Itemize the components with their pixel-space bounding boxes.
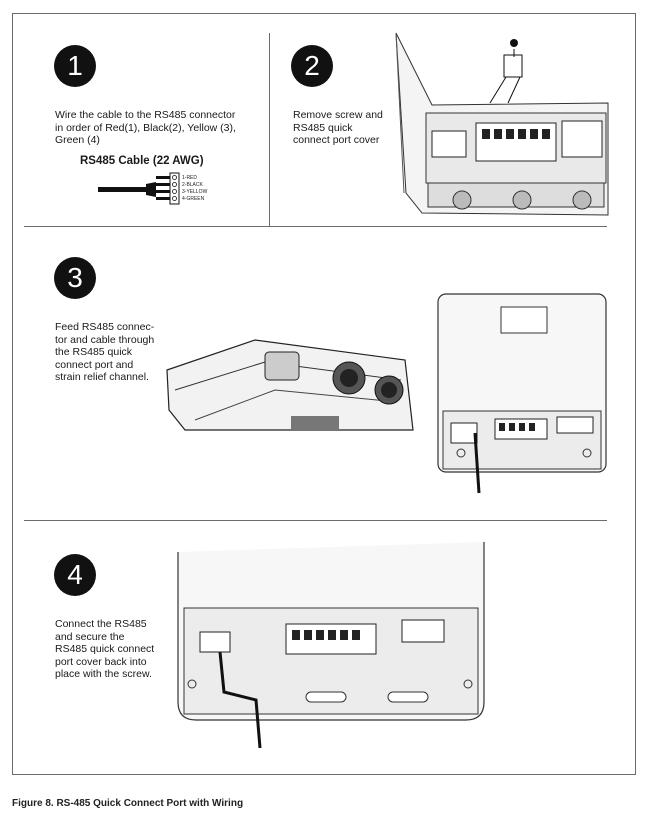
step-3-line: connect port and bbox=[55, 358, 134, 371]
step-4-device-illustration bbox=[177, 542, 485, 749]
step-2-device-illustration bbox=[395, 32, 609, 216]
step-3-line: strain relief channel. bbox=[55, 371, 149, 383]
wire-label-3: 3-YELLOW bbox=[182, 189, 208, 195]
step-1-instructions: Wire the cable to the RS485 connector in… bbox=[55, 109, 265, 147]
step-3-line: Feed RS485 connec- bbox=[55, 321, 155, 333]
step-4-badge: 4 bbox=[54, 554, 96, 596]
step-4-line: and secure the bbox=[55, 630, 125, 643]
step-1-line: Green (4) bbox=[55, 134, 100, 146]
step-4-line: port cover back into bbox=[55, 655, 147, 668]
step-4-line: place with the screw. bbox=[55, 668, 152, 680]
step-3-port-illustration bbox=[166, 339, 414, 431]
step-4-instructions: Connect the RS485 and secure the RS485 q… bbox=[55, 618, 175, 681]
figure-caption: Figure 8. RS-485 Quick Connect Port with… bbox=[12, 798, 244, 809]
step-3-instructions: Feed RS485 connec- tor and cable through… bbox=[55, 321, 175, 384]
step-1-line: in order of Red(1), Black(2), Yellow (3)… bbox=[55, 121, 236, 134]
step-2-line: Remove screw and bbox=[293, 109, 383, 121]
divider-row-1 bbox=[24, 226, 607, 227]
step-4-line: Connect the RS485 bbox=[55, 618, 147, 630]
step-3-device-illustration bbox=[437, 293, 607, 494]
divider-row-2 bbox=[24, 520, 607, 521]
step-2-badge: 2 bbox=[291, 45, 333, 87]
step-4-line: RS485 quick connect bbox=[55, 643, 155, 655]
cable-title: RS485 Cable (22 AWG) bbox=[80, 155, 204, 167]
step-2-line: RS485 quick bbox=[293, 121, 353, 134]
rs485-cable-illustration: 1-RED 2-BLACK 3-YELLOW 4-GREEN bbox=[98, 172, 208, 205]
step-1-line: Wire the cable to the RS485 connector bbox=[55, 109, 236, 121]
wire-label-1: 1-RED bbox=[182, 175, 197, 181]
step-3-badge: 3 bbox=[54, 257, 96, 299]
step-2-instructions: Remove screw and RS485 quick connect por… bbox=[293, 109, 403, 147]
step-3-line: the RS485 quick bbox=[55, 346, 133, 358]
wire-label-2: 2-BLACK bbox=[182, 182, 204, 188]
step-2-line: connect port cover bbox=[293, 134, 380, 146]
wire-label-4: 4-GREEN bbox=[182, 196, 205, 202]
step-3-line: tor and cable through bbox=[55, 333, 155, 346]
step-1-badge: 1 bbox=[54, 45, 96, 87]
figure-frame bbox=[12, 13, 636, 775]
divider-col-1 bbox=[269, 33, 270, 226]
